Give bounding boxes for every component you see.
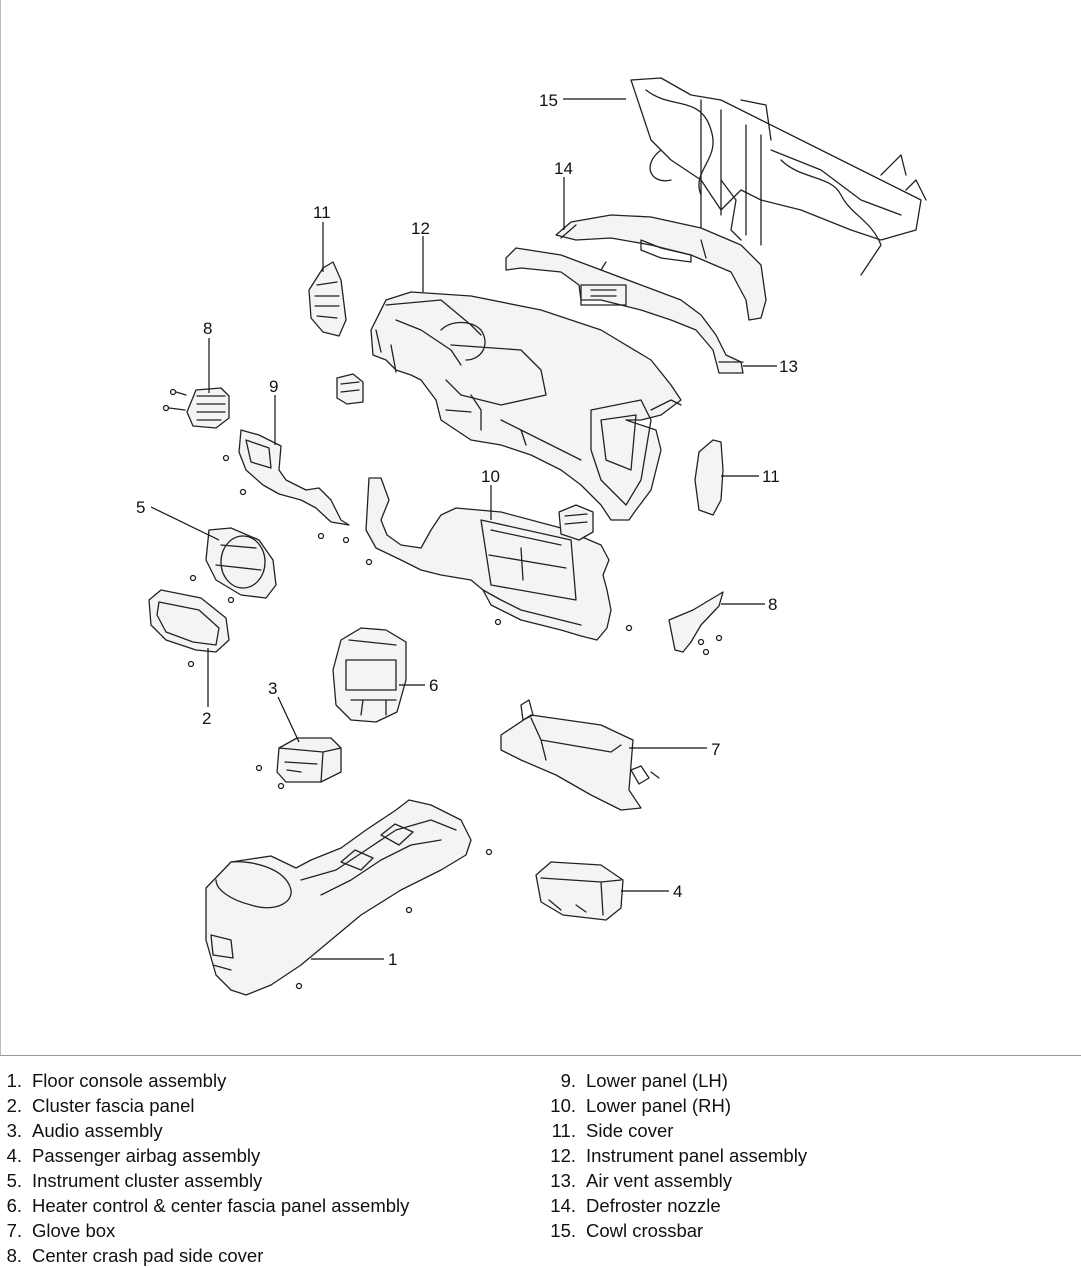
callout-3: 3: [268, 679, 277, 698]
legend-text: Glove box: [32, 1220, 116, 1241]
legend-item: 6. Heater control & center fascia panel a…: [0, 1193, 410, 1218]
callout-5: 5: [136, 498, 145, 517]
legend-text: Air vent assembly: [586, 1170, 732, 1191]
legend-item: 14. Defroster nozzle: [540, 1193, 807, 1218]
legend-text: Cowl crossbar: [586, 1220, 704, 1241]
part-5-instrument-cluster: [189, 527, 277, 604]
legend-item: 9. Lower panel (LH): [540, 1068, 807, 1093]
exploded-dashboard-diagram: 15 14 11 12 13 8 9 11 5 10 8 2 6 3 7 4 1: [136, 77, 927, 996]
part-6-center-fascia-panel: [332, 627, 407, 723]
callout-6: 6: [429, 676, 438, 695]
legend-item: 3. Audio assembly: [0, 1118, 409, 1143]
legend-item: 8. Center crash pad side cover: [0, 1243, 409, 1268]
legend-number: 7.: [6, 1220, 22, 1241]
legend-number: 8.: [6, 1245, 22, 1266]
legend-number: 9.: [560, 1070, 576, 1091]
legend-text: Lower panel (RH): [586, 1095, 731, 1116]
part-11-side-cover-left: [308, 261, 347, 337]
callout-13: 13: [779, 357, 798, 376]
legend-text: Instrument cluster assembly: [32, 1170, 263, 1191]
legend-item: 5. Instrument cluster assembly: [0, 1168, 409, 1193]
part-10-lower-panel-rh: [342, 477, 633, 641]
legend-right-column: 9. Lower panel (LH) 10. Lower panel (RH) 1…: [540, 1068, 807, 1243]
legend-text: Instrument panel assembly: [586, 1145, 808, 1166]
legend-number: 6.: [6, 1195, 22, 1216]
legend-item: 7. Glove box: [0, 1218, 409, 1243]
legend-text: Defroster nozzle: [586, 1195, 721, 1216]
legend-text: Audio assembly: [32, 1120, 163, 1141]
callout-8-right: 8: [768, 595, 777, 614]
part-9-lower-panel-lh: [222, 429, 350, 540]
callout-1: 1: [388, 950, 397, 969]
callout-7: 7: [711, 740, 720, 759]
legend-item: 12. Instrument panel assembly: [540, 1143, 807, 1168]
legend-number: 4.: [6, 1145, 22, 1166]
legend-number: 12.: [550, 1145, 576, 1166]
callout-8-upper: 8: [203, 319, 212, 338]
part-11-side-cover-right: [694, 439, 724, 516]
legend-text: Side cover: [586, 1120, 674, 1141]
part-1-floor-console: [205, 799, 493, 996]
legend-item: 2. Cluster fascia panel: [0, 1093, 409, 1118]
legend-item: 13. Air vent assembly: [540, 1168, 807, 1193]
legend-number: 14.: [550, 1195, 576, 1216]
part-7-glove-box: [500, 699, 660, 811]
legend-item: 1. Floor console assembly: [0, 1068, 409, 1093]
part-4-passenger-airbag: [535, 861, 624, 921]
legend-text: Floor console assembly: [32, 1070, 227, 1091]
legend-text: Center crash pad side cover: [32, 1245, 264, 1266]
legend-item: 4. Passenger airbag assembly: [0, 1143, 409, 1168]
legend-left-column: 1. Floor console assembly 2. Cluster fasci…: [0, 1068, 410, 1268]
legend-item: 10. Lower panel (RH): [540, 1093, 807, 1118]
legend-number: 2.: [6, 1095, 22, 1116]
legend-number: 5.: [6, 1170, 22, 1191]
callout-4: 4: [673, 882, 682, 901]
legend-divider: [0, 1055, 1081, 1056]
legend-number: 15.: [550, 1220, 576, 1241]
callout-11-right: 11: [762, 467, 780, 486]
callout-14: 14: [554, 159, 573, 178]
callout-12: 12: [411, 219, 430, 238]
part-center-vent: [558, 504, 594, 541]
legend-number: 11.: [551, 1120, 576, 1141]
legend-item: 11. Side cover: [540, 1118, 807, 1143]
part-13-air-vent-assembly: [505, 247, 744, 374]
leader-lines: [150, 98, 777, 960]
callout-labels: 15 14 11 12 13 8 9 11 5 10 8 2 6 3 7 4 1: [136, 91, 798, 969]
legend-text: Heater control & center fascia panel ass…: [32, 1195, 410, 1216]
part-12-instrument-panel-assembly: [370, 291, 682, 521]
legend-number: 13.: [550, 1170, 576, 1191]
part-8-side-cover-right: [668, 591, 724, 656]
callout-2: 2: [202, 709, 211, 728]
callout-15: 15: [539, 91, 558, 110]
callout-10: 10: [481, 467, 500, 486]
legend-text: Lower panel (LH): [586, 1070, 728, 1091]
part-14-defroster-nozzle: [555, 214, 767, 321]
legend-text: Cluster fascia panel: [32, 1095, 195, 1116]
legend-number: 3.: [6, 1120, 22, 1141]
legend-item: 15. Cowl crossbar: [540, 1218, 807, 1243]
callout-11-upper: 11: [313, 203, 331, 222]
diagram-frame: 15 14 11 12 13 8 9 11 5 10 8 2 6 3 7 4 1: [0, 0, 927, 1055]
part-15-cowl-crossbar: [630, 77, 927, 276]
part-8-side-cover-left: [162, 387, 230, 429]
part-2-cluster-fascia-panel: [148, 589, 230, 668]
callout-9: 9: [269, 377, 278, 396]
legend-number: 10.: [550, 1095, 576, 1116]
legend-text: Passenger airbag assembly: [32, 1145, 261, 1166]
part-3-audio-assembly: [255, 737, 342, 790]
legend-number: 1.: [6, 1070, 22, 1091]
part-vent-clip: [336, 373, 364, 405]
